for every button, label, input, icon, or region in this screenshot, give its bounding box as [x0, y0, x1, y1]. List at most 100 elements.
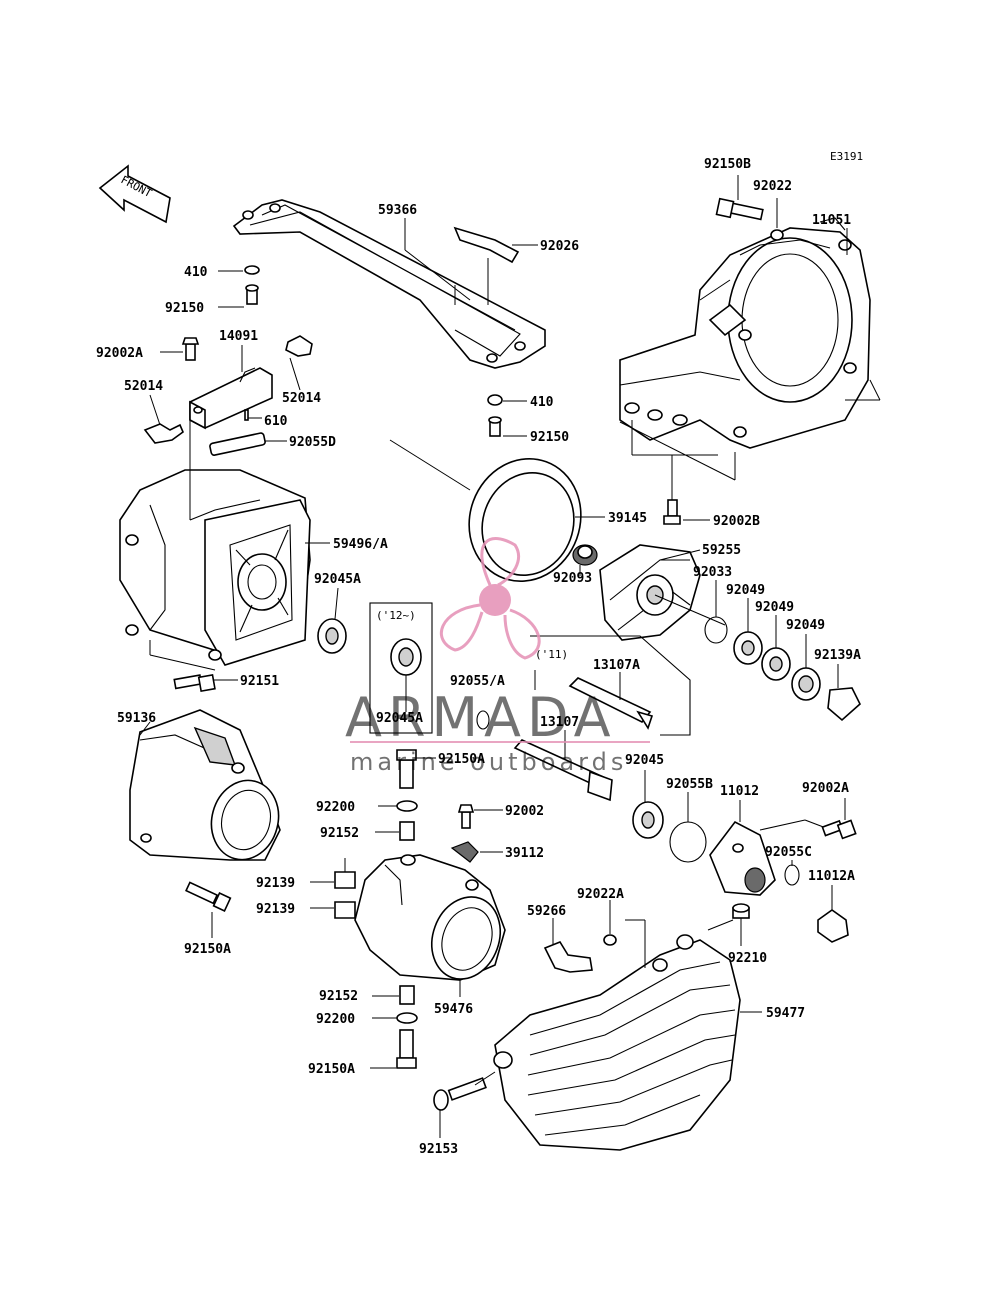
label-92150-a: 92150 — [165, 301, 204, 316]
label-92055C: 92055C — [765, 845, 812, 860]
lever-39112 — [450, 841, 479, 863]
label-92150A-b: 92150A — [184, 942, 231, 957]
bushing-92139-a — [334, 871, 356, 889]
bracket-14091-part — [189, 345, 273, 430]
label-92152-b: 92152 — [319, 989, 358, 1004]
plate-92026-part — [453, 226, 538, 305]
cap-92139A — [827, 687, 861, 722]
washer-410-b — [487, 394, 503, 406]
label-410-a: 410 — [184, 265, 208, 280]
shaft-13107A — [568, 677, 654, 730]
washer-92022A — [603, 934, 617, 946]
label-92033: 92033 — [693, 565, 732, 580]
label-92139-a: 92139 — [256, 876, 295, 891]
label-92200-b: 92200 — [316, 1012, 355, 1027]
label-59496A: 59496/A — [333, 537, 388, 552]
seal-92049-c — [791, 667, 821, 701]
fitting-52014-a — [143, 394, 184, 444]
bearing-92045 — [632, 801, 664, 839]
label-92055A: 92055/A — [450, 674, 505, 689]
label-92049-c: 92049 — [786, 618, 825, 633]
label-92093: 92093 — [553, 571, 592, 586]
bearing-92049-b — [761, 647, 791, 681]
label-11012: 11012 — [720, 784, 759, 799]
label-92151: 92151 — [240, 674, 279, 689]
label-92049-a: 92049 — [726, 583, 765, 598]
bearing-92049-a — [733, 631, 763, 665]
label-92022A: 92022A — [577, 887, 624, 902]
bolt-92002B — [663, 499, 681, 525]
label-92139A: 92139A — [814, 648, 861, 663]
diagram-code: E3191 — [830, 150, 863, 163]
variant-box-12: ('12~) — [369, 602, 433, 734]
label-92002A-b: 92002A — [802, 781, 849, 796]
label-92150A-c: 92150A — [308, 1062, 355, 1077]
label-92055B: 92055B — [666, 777, 713, 792]
watermark-brand: ARMADA — [345, 686, 617, 749]
bolt-92151 — [173, 673, 216, 693]
bearing-92045A — [317, 618, 347, 654]
label-92150A-a: 92150A — [438, 752, 485, 767]
nozzle-housing-11051 — [619, 217, 881, 500]
front-arrow-icon: FRONT — [98, 164, 171, 224]
watermark-hub-icon — [479, 584, 511, 616]
bolt-92002A-top — [181, 337, 200, 361]
bolt-92210 — [732, 903, 750, 919]
variant-box-11: ('11) — [530, 635, 691, 736]
label-92045: 92045 — [625, 753, 664, 768]
label-39145: 39145 — [608, 511, 647, 526]
label-92150-b: 92150 — [530, 430, 569, 445]
label-92055D: 92055D — [289, 435, 336, 450]
part-labels: 92150B 92022 11051 59366 92026 410 92150… — [96, 157, 861, 1157]
label-92210: 92210 — [728, 951, 767, 966]
label-11051: 11051 — [812, 213, 851, 228]
fitting-52014-b — [285, 335, 313, 391]
label-410-b: 410 — [530, 395, 554, 410]
label-13107: 13107 — [540, 715, 579, 730]
wear-ring-39145 — [468, 457, 582, 583]
label-610: 610 — [264, 414, 288, 429]
ride-plate-part — [232, 199, 546, 369]
label-39112: 39112 — [505, 846, 544, 861]
label-92153: 92153 — [419, 1142, 458, 1157]
label-14091: 14091 — [219, 329, 258, 344]
o-ring-92055C — [784, 864, 800, 886]
label-59366: 59366 — [378, 203, 417, 218]
bolt-92002A-right — [821, 819, 857, 840]
bolt-92002-mid — [457, 804, 475, 829]
bushing-92139-b — [334, 901, 356, 919]
washer-92200-a — [396, 800, 418, 812]
bolt-92150B — [715, 197, 764, 221]
washer-92200-b — [396, 1012, 418, 1024]
label-13107A: 13107A — [593, 658, 640, 673]
label-59266: 59266 — [527, 904, 566, 919]
label-92026: 92026 — [540, 239, 579, 254]
washer-92022 — [770, 229, 784, 241]
label-92045A: 92045A — [314, 572, 361, 587]
label-11012A: 11012A — [808, 869, 855, 884]
label-59136: 59136 — [117, 711, 156, 726]
armada-watermark-logo — [439, 537, 541, 660]
label-52014-b: 52014 — [282, 391, 321, 406]
label-92002A-a: 92002A — [96, 346, 143, 361]
collar-92152-b — [399, 985, 415, 1005]
bolt-92150A-bottom — [396, 1029, 417, 1069]
label-92150B: 92150B — [704, 157, 751, 172]
washer-410-a — [244, 265, 260, 275]
nozzle-59136 — [129, 709, 281, 861]
label-52014-a: 52014 — [124, 379, 163, 394]
collar-92152-a — [399, 821, 415, 841]
label-92002B: 92002B — [713, 514, 760, 529]
cap-11012 — [709, 820, 776, 896]
reverse-bucket-59477 — [493, 919, 762, 1151]
label-92045A-b: 92045A — [376, 711, 423, 726]
cap-92093 — [572, 544, 598, 566]
label-92022: 92022 — [753, 179, 792, 194]
pump-housing-part — [119, 420, 330, 671]
bolt-92150-a — [245, 284, 259, 305]
label-92002: 92002 — [505, 804, 544, 819]
gasket-92055D — [209, 432, 266, 456]
steering-nozzle-59476 — [354, 854, 506, 997]
